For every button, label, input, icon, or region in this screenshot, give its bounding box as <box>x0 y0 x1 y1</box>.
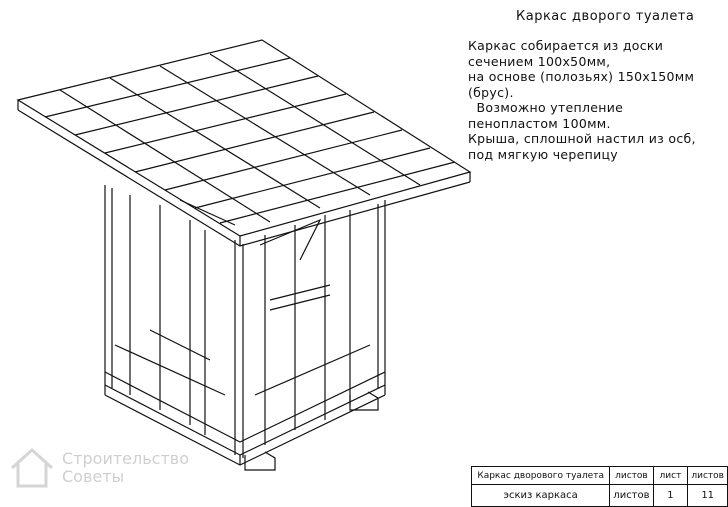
house-logo-icon <box>10 447 54 488</box>
description-line: Крыша, сплошной настил из осб, <box>468 131 696 146</box>
stamp-name: Каркас дворового туалета <box>470 466 611 485</box>
wall-frame <box>104 185 386 466</box>
description-line: Каркас собирается из доски <box>468 38 664 53</box>
stamp-cell: лист <box>652 466 689 485</box>
drawing-title: Каркас дворого туалета <box>516 9 695 24</box>
description-line: Возможно утепление <box>468 100 624 115</box>
description: Каркас собирается из доски сечением 100х… <box>468 38 696 162</box>
description-line: на основе (полозьях) 150х150мм <box>468 69 695 84</box>
description-line: сечением 100х50мм, <box>468 53 611 69</box>
description-line: под мягкую черепицу <box>468 146 618 162</box>
stamp-cell: листов <box>609 466 654 485</box>
description-line: (брус). <box>468 84 514 100</box>
stamp-cell: листов <box>609 484 654 507</box>
watermark-line: Строительство <box>62 449 189 468</box>
watermark: Строительство Советы <box>8 446 189 490</box>
stamp-sheet-number: 1 <box>652 484 689 507</box>
title-block: Каркас дворового туалета листов лист лис… <box>470 466 728 507</box>
stamp-sheet-title: эскиз каркаса <box>470 484 611 507</box>
skids <box>244 391 379 471</box>
stamp-sheet-count: 11 <box>687 484 728 507</box>
roof-frame <box>16 39 472 247</box>
stamp-cell: листов <box>687 466 728 485</box>
watermark-line: Советы <box>62 467 125 486</box>
description-line: пенопластом 100мм. <box>468 115 611 131</box>
